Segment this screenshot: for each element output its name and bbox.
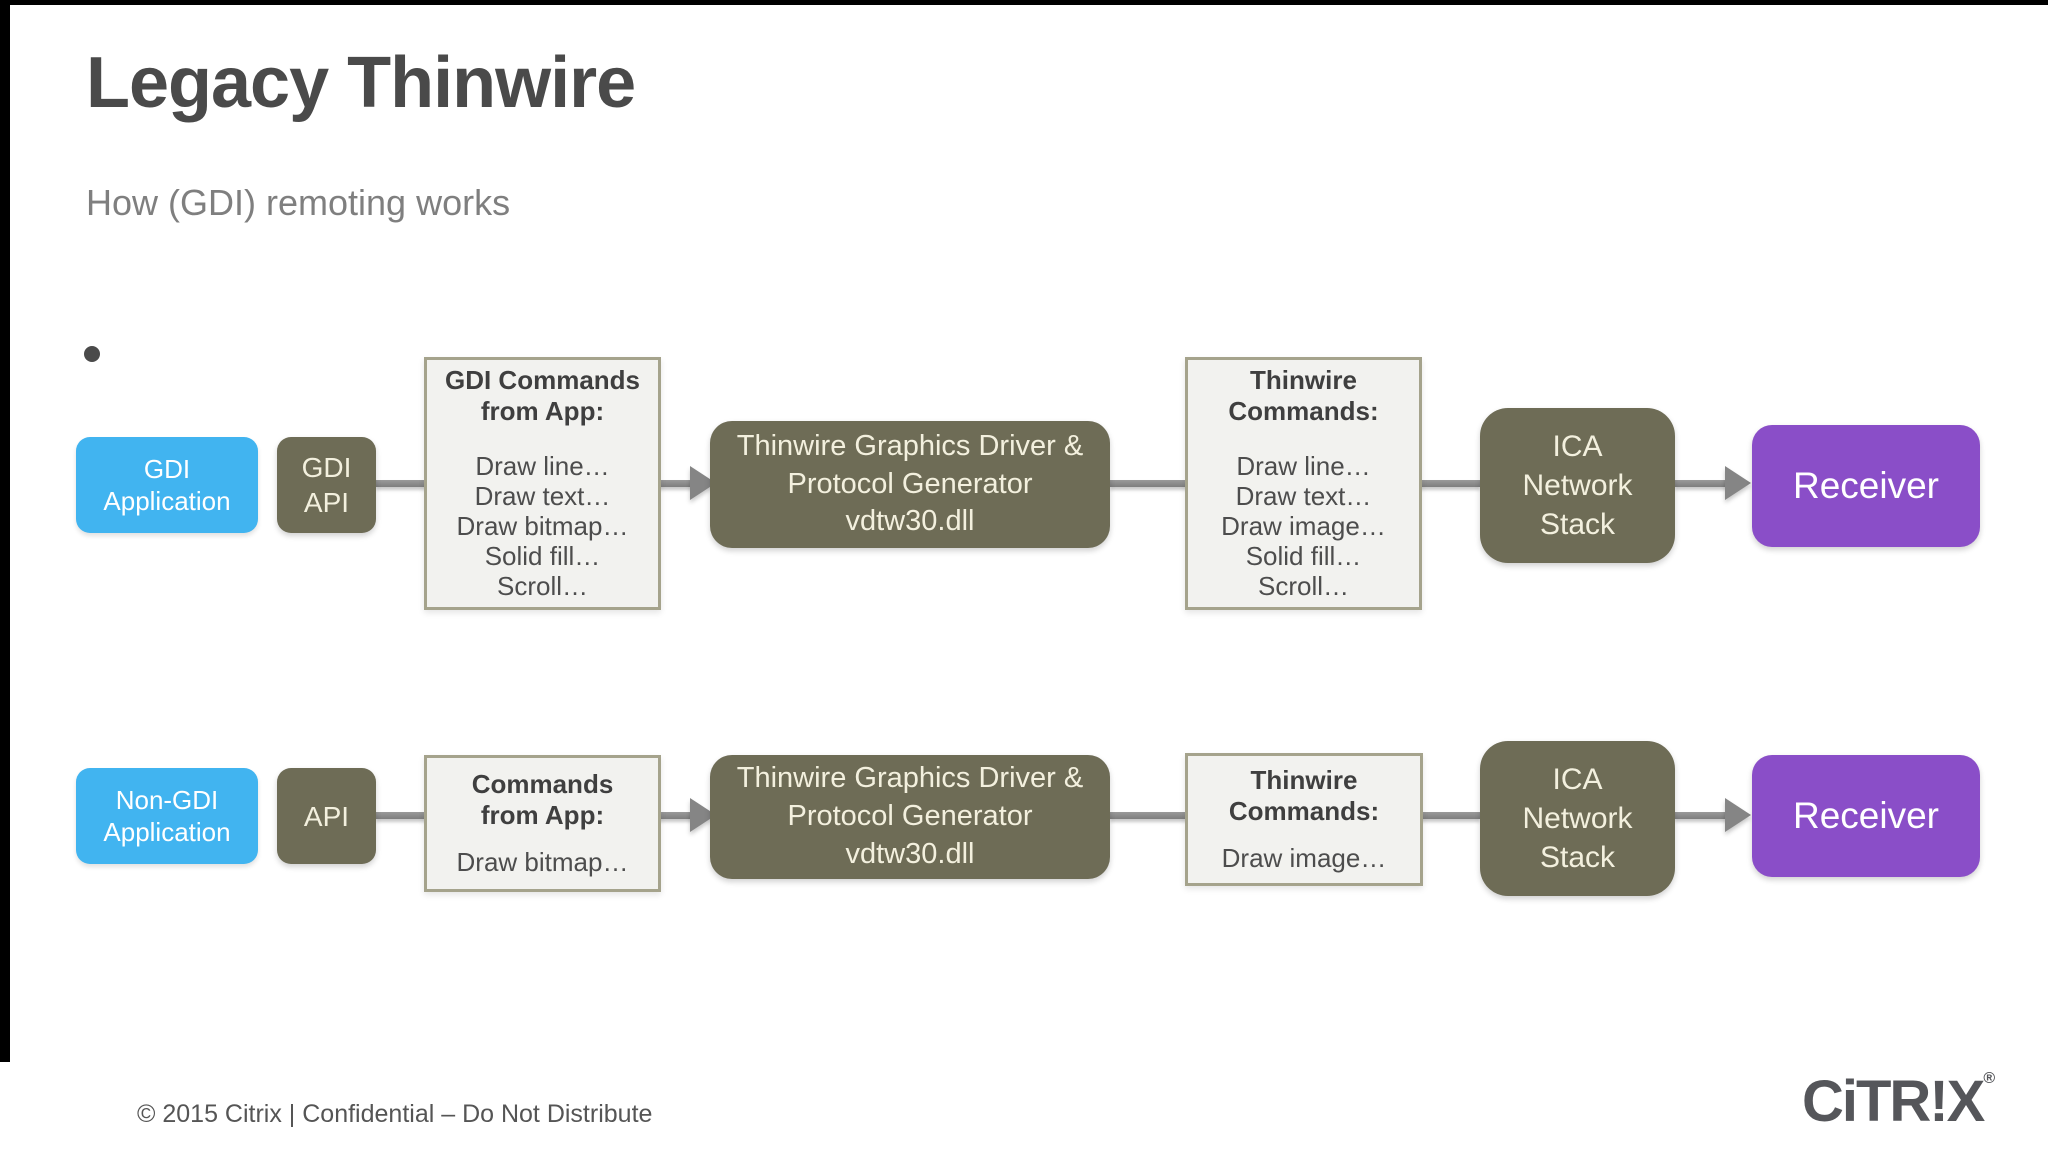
node-label: GDI API [301, 452, 352, 518]
node-label: API [303, 800, 350, 832]
video-top-bar [0, 0, 2048, 5]
arrowhead-into-receiver-row2 [1725, 798, 1751, 832]
commands-box-title: Commands from App: [471, 768, 614, 830]
command-item: Draw text… [474, 481, 611, 512]
node-label: Thinwire Graphics Driver & Protocol Gene… [736, 429, 1084, 538]
citrix-logo-text: CiTR!X [1802, 1069, 1985, 1134]
copyright-footer: © 2015 Citrix | Confidential – Do Not Di… [137, 1100, 653, 1128]
node-receiver-row1: Receiver [1752, 425, 1980, 547]
registered-mark: ® [1983, 1070, 1996, 1087]
commands-box-items: Draw bitmap… [456, 847, 629, 878]
command-item: Draw text… [1235, 481, 1372, 512]
node-thinwire-driver-row1: Thinwire Graphics Driver & Protocol Gene… [710, 421, 1110, 548]
command-item: Solid fill… [484, 541, 601, 572]
node-label: ICA Network Stack [1522, 763, 1633, 874]
connector-ica-to-receiver-row1 [1675, 480, 1727, 487]
node-label: Receiver [1793, 465, 1939, 506]
node-thinwire-driver-row2: Thinwire Graphics Driver & Protocol Gene… [710, 755, 1110, 879]
node-label: Non-GDI Application [103, 784, 231, 848]
page-title: Legacy Thinwire [86, 43, 636, 123]
command-item: Draw bitmap… [456, 511, 629, 542]
commands-box-title: Thinwire Commands: [1228, 764, 1380, 826]
node-non-gdi-application: Non-GDI Application [76, 768, 258, 864]
arrowhead-into-receiver-row1 [1725, 466, 1751, 500]
node-label: ICA Network Stack [1522, 430, 1633, 541]
node-label: GDI Application [103, 453, 231, 517]
node-api: API [277, 768, 376, 864]
commands-box-items: Draw line… Draw text… Draw bitmap… Solid… [457, 452, 629, 601]
citrix-logo: CiTR!X® [1802, 1068, 1995, 1135]
box-thinwire-commands-row1: Thinwire Commands: Draw line… Draw text…… [1185, 357, 1422, 610]
node-label: Receiver [1793, 795, 1939, 836]
node-gdi-api: GDI API [277, 437, 376, 533]
bullet-dot [84, 346, 100, 362]
commands-box-title: Thinwire Commands: [1228, 365, 1379, 426]
node-receiver-row2: Receiver [1752, 755, 1980, 877]
command-item: Draw line… [475, 451, 610, 482]
command-item: Solid fill… [1245, 541, 1362, 572]
node-ica-network-stack-row1: ICA Network Stack [1480, 408, 1675, 563]
node-ica-network-stack-row2: ICA Network Stack [1480, 741, 1675, 896]
commands-box-title: GDI Commands from App: [444, 365, 641, 426]
commands-box-items: Draw image… [1221, 843, 1387, 874]
node-label: Thinwire Graphics Driver & Protocol Gene… [736, 762, 1084, 870]
connector-ica-to-receiver-row2 [1675, 812, 1727, 819]
box-commands-from-app: Commands from App: Draw bitmap… [424, 755, 661, 892]
node-gdi-application: GDI Application [76, 437, 258, 533]
box-gdi-commands-from-app: GDI Commands from App: Draw line… Draw t… [424, 357, 661, 610]
commands-box-items: Draw line… Draw text… Draw image… Solid … [1221, 452, 1386, 601]
command-item: Scroll… [1257, 571, 1349, 601]
command-item: Draw image… [1221, 843, 1387, 874]
page-subtitle: How (GDI) remoting works [86, 182, 511, 223]
command-item: Draw image… [1221, 511, 1386, 542]
box-thinwire-commands-row2: Thinwire Commands: Draw image… [1185, 753, 1423, 886]
command-item: Draw bitmap… [456, 847, 629, 878]
command-item: Scroll… [496, 571, 588, 601]
video-left-bar [0, 0, 10, 1062]
command-item: Draw line… [1236, 451, 1371, 482]
